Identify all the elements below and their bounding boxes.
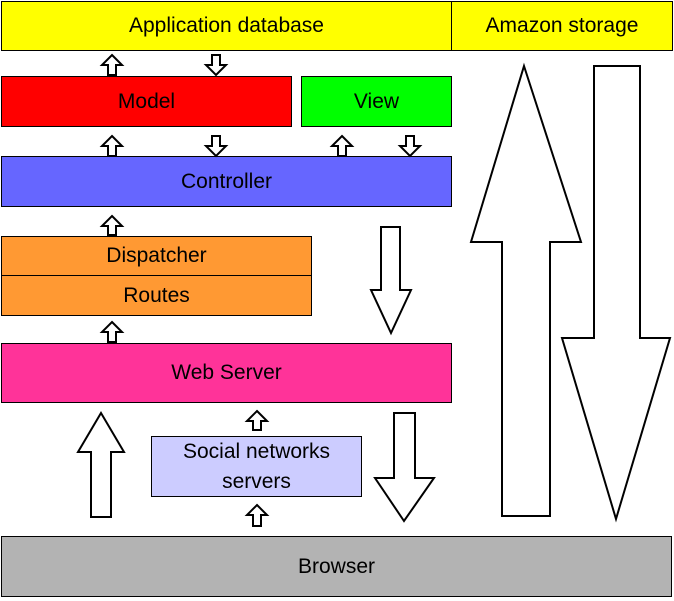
amazon-storage-to-browser-arrow [560,65,672,523]
browser-block: Browser [1,536,672,597]
routes-block: Routes [1,275,312,316]
model-to-controller-arrow [203,135,229,158]
browser-to-amazon-storage-arrow [469,62,583,517]
application-database-label: Application database [129,14,324,37]
social-networks-servers-block: Social networks servers [151,436,362,497]
model-to-database-arrow [99,53,125,76]
dispatcher-block: Dispatcher [1,236,312,276]
controller-to-web-server-arrow [369,226,413,336]
model-block: Model [1,76,292,127]
controller-block: Controller [1,156,452,207]
browser-to-social-arrow [244,503,270,527]
social-networks-servers-label-line-2: servers [222,469,291,493]
view-block: View [301,76,452,127]
web-server-to-routes-arrow [99,320,125,343]
browser-label: Browser [297,554,376,578]
social-networks-servers-label-line-1: Social networks [182,439,331,463]
model-label: Model [117,89,176,113]
controller-label: Controller [180,169,273,193]
application-database-block: Application database [1,1,452,51]
web-server-block: Web Server [1,343,452,403]
amazon-storage-label: Amazon storage [485,14,639,37]
web-server-label: Web Server [171,361,282,384]
browser-to-web-server-arrow [76,411,126,518]
routes-label: Routes [123,283,190,307]
view-label: View [353,89,400,113]
controller-to-view-arrow [329,134,355,157]
database-to-model-arrow [203,54,229,77]
social-to-web-server-arrow [244,409,270,431]
view-to-controller-arrow [397,135,423,158]
web-server-to-browser-arrow [373,412,436,523]
dispatcher-label: Dispatcher [106,244,207,267]
amazon-storage-block: Amazon storage [451,1,673,51]
dispatcher-to-controller-arrow [99,214,125,236]
controller-to-model-arrow [99,134,125,157]
